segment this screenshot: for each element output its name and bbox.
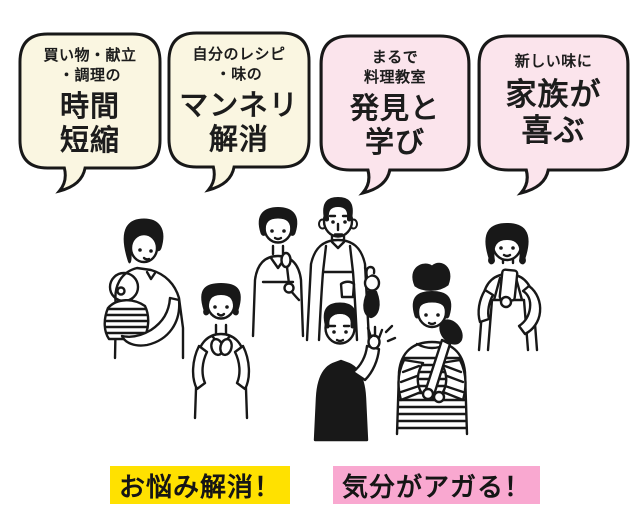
bubble-shape: [477, 34, 630, 196]
label-worry-solved: お悩み解消！: [110, 466, 291, 504]
illustration-person-pointing: [313, 302, 397, 442]
bubble-shape: [18, 32, 162, 194]
illustration-mother-holding-baby: [103, 218, 185, 360]
bubble-big-text: 時間 短縮: [59, 91, 120, 158]
bubble-big-text: マンネリ 解消: [179, 90, 299, 157]
bubble-time-saving: 買い物・献立 ・調理の 時間 短縮: [18, 32, 162, 194]
label-text: お悩み解消！: [119, 471, 282, 502]
bubble-small-text: まるで 料理教室: [363, 49, 426, 86]
bubble-big-text: 家族が 喜ぶ: [505, 76, 602, 149]
illustration-woman-holding-phone: [477, 222, 542, 352]
bubble-family: 新しい味に 家族が 喜ぶ: [477, 34, 630, 196]
illustration-woman-clasped-hands: [191, 282, 251, 420]
label-text: 気分がアガる！: [342, 471, 532, 502]
illustration-woman-holding-spoon: [251, 206, 305, 338]
bubble-big-text: 発見と 学び: [349, 93, 440, 160]
bubble-mannerism: 自分のレシピ ・味の マンネリ 解消: [167, 31, 311, 193]
label-mood-up: 気分がアガる！: [333, 466, 541, 504]
bubble-small-text: 自分のレシピ ・味の: [192, 46, 286, 83]
bubble-shape: [319, 34, 471, 196]
bubble-discovery: まるで 料理教室 発見と 学び: [319, 34, 471, 196]
bubble-shape: [167, 31, 311, 193]
bubble-small-text: 買い物・献立 ・調理の: [43, 47, 137, 84]
bubble-small-text: 新しい味に: [514, 53, 593, 70]
people-illustration: [103, 196, 542, 442]
illustration-woman-bun-spatula: [395, 262, 469, 436]
